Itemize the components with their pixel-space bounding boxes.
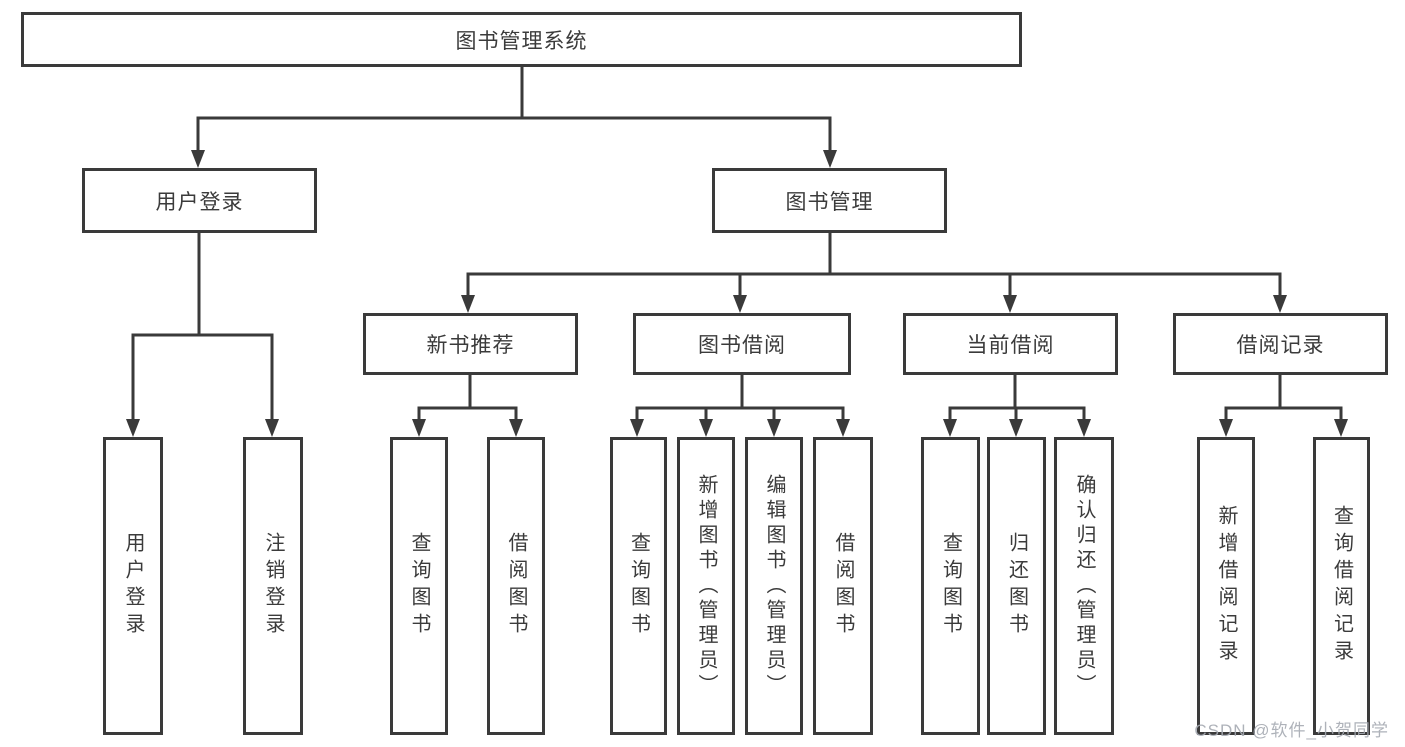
leaf-current-query-books: 查询图书 [921,437,980,735]
leaf-borrowing-add-books-admin: 新增图书（管理员） [677,437,735,735]
watermark-csdn: CSDN @软件_小贺同学 [1194,721,1389,740]
node-book-borrowing: 图书借阅 [633,313,851,375]
node-library-management-system: 图书管理系统 [21,12,1022,67]
node-user-login: 用户登录 [82,168,317,233]
node-borrowing-records: 借阅记录 [1173,313,1388,375]
node-new-book-recommendation: 新书推荐 [363,313,578,375]
node-current-borrowing: 当前借阅 [903,313,1118,375]
leaf-current-return-books: 归还图书 [987,437,1046,735]
leaf-borrowing-edit-books-admin: 编辑图书（管理员） [745,437,803,735]
leaf-current-confirm-return-admin: 确认归还（管理员） [1054,437,1114,735]
leaf-records-add-borrow-record: 新增借阅记录 [1197,437,1255,735]
leaf-newbook-borrow-books: 借阅图书 [487,437,545,735]
leaf-borrowing-query-books: 查询图书 [610,437,667,735]
node-book-management: 图书管理 [712,168,947,233]
leaf-borrowing-borrow-books: 借阅图书 [813,437,873,735]
leaf-logout: 注销登录 [243,437,303,735]
leaf-newbook-query-books: 查询图书 [390,437,448,735]
leaf-user-login: 用户登录 [103,437,163,735]
leaf-records-query-borrow-record: 查询借阅记录 [1313,437,1370,735]
